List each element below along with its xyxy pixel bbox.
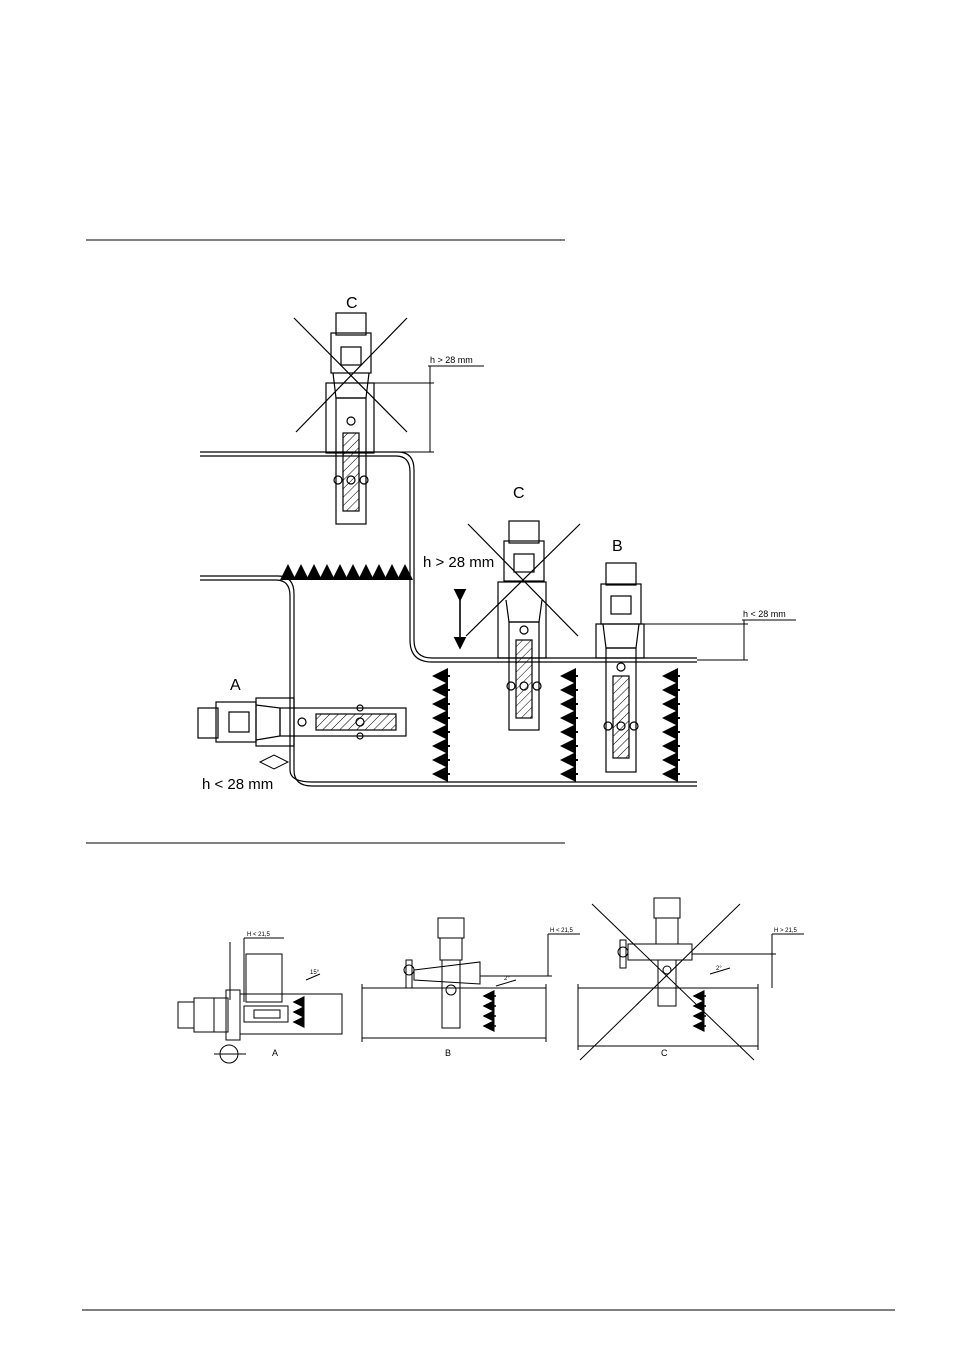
flow-arrows-left [434, 676, 680, 774]
dim-text-top: h > 28 mm [430, 355, 473, 365]
dimension-top [374, 366, 484, 452]
fig2-label-a: A [272, 1048, 278, 1058]
panel-a [178, 938, 342, 1063]
figure-2 [178, 898, 804, 1063]
fig2-label-c: C [661, 1048, 668, 1058]
label-b: B [612, 538, 623, 555]
dimension-arrow-left [260, 755, 288, 769]
sensor-b [596, 563, 644, 772]
fig2-angle-b: 2° [504, 976, 510, 982]
dimension-right [644, 620, 796, 660]
label-a: A [230, 677, 241, 694]
label-c-right: C [513, 485, 525, 502]
fig2-dim-a: H < 21,5 [247, 932, 271, 938]
label-c-top: C [346, 295, 358, 312]
dim-text-mid: h > 28 mm [423, 554, 494, 571]
sensor-c-mid [466, 521, 580, 730]
fig2-label-b: B [445, 1048, 451, 1058]
figure-1 [198, 313, 796, 786]
sensor-a [198, 698, 406, 746]
panel-c [578, 898, 804, 1060]
sensor-c-top [294, 313, 407, 524]
flow-arrows-up [288, 566, 405, 580]
fig2-dim-c: H > 21,5 [774, 928, 798, 934]
panel-b [362, 918, 580, 1042]
fig2-angle-c: 2° [716, 966, 722, 972]
dim-text-right: h < 28 mm [743, 609, 786, 619]
dim-text-left: h < 28 mm [202, 776, 273, 793]
fig2-angle-a: 15° [310, 970, 320, 976]
fig2-dim-b: H < 21,5 [550, 928, 574, 934]
